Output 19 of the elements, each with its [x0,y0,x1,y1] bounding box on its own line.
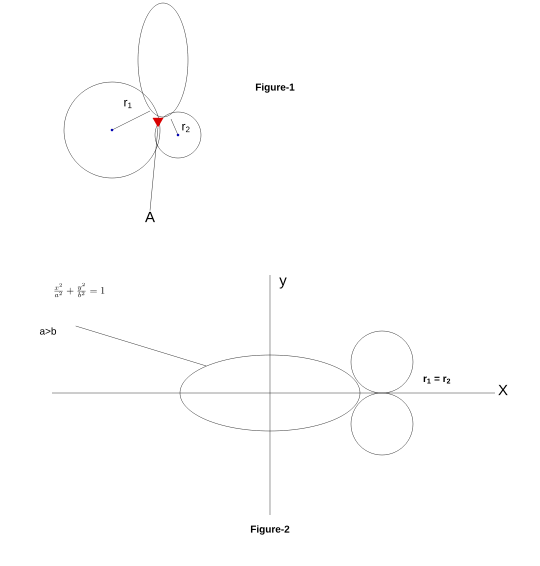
radius-label: r$_{1}$ [124,100,132,108]
circle [64,82,160,178]
axis-label: X [498,384,508,396]
circle [350,330,414,394]
leader-line [150,127,158,211]
leader-line [75,326,206,366]
shaded-region [152,118,164,128]
figure-caption: Figure-2 [250,525,290,535]
radius-label: r$_{2}$ [182,124,190,132]
text-label: a>b [40,327,56,335]
axis-label: y [279,278,287,289]
ellipse [138,2,188,118]
figure-caption: Figure-1 [256,83,294,93]
ellipse [180,354,360,432]
equation: r$_{1}$ = r$_{2}$ [424,376,450,384]
text-label: A [145,212,155,222]
equation: $\frac{x^2}{a^2}+\frac{y^2}{b^2}=1$ [54,282,104,298]
circle [350,392,414,456]
circle [154,112,202,158]
